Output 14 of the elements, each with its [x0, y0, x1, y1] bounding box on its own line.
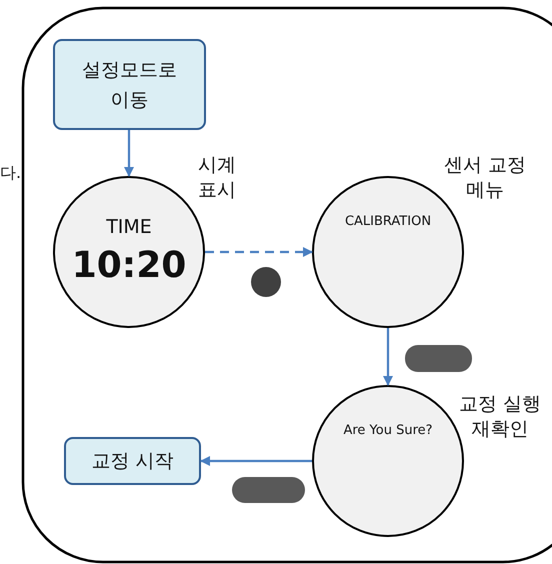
- arrow: [205, 247, 313, 257]
- process-box: 교정 시작: [64, 437, 201, 485]
- state-caption: 센서 교정 메뉴: [442, 153, 528, 203]
- screen-title: CALIBRATION: [344, 213, 432, 231]
- time-readout: 10:20: [72, 244, 186, 288]
- arrow: [383, 328, 393, 386]
- state-caption: 교정 실행 재확인: [458, 392, 542, 442]
- arrow: [124, 130, 134, 177]
- arrow: [200, 456, 312, 466]
- screen-title: TIME: [106, 215, 152, 240]
- process-box: 설정모드로 이동: [53, 39, 206, 130]
- note-text: 다.: [0, 162, 22, 184]
- screen-title: Are You Sure?: [343, 422, 433, 440]
- state-caption: 시계 표시: [197, 153, 237, 203]
